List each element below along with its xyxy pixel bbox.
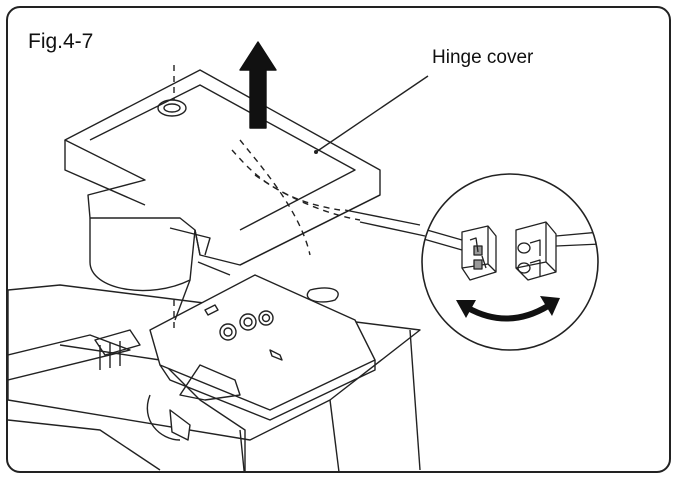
hinge-cover bbox=[64, 69, 381, 321]
connector-detail bbox=[421, 173, 599, 351]
callout-leader bbox=[315, 75, 429, 153]
hinge-plate bbox=[146, 274, 376, 441]
wire-harness bbox=[344, 209, 426, 237]
figure-label: Fig.4-7 bbox=[28, 30, 94, 53]
hinge-cover-label: Hinge cover bbox=[432, 47, 534, 68]
rotate-arrow-icon bbox=[466, 303, 550, 322]
hidden-wires bbox=[173, 65, 361, 330]
up-arrow-icon bbox=[239, 41, 277, 129]
